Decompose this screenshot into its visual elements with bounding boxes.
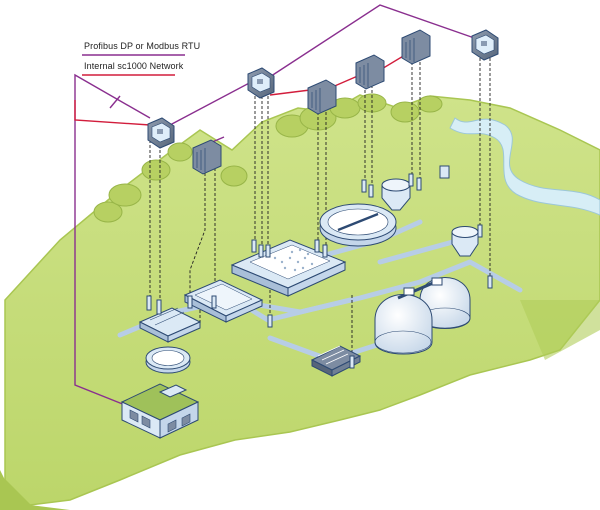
building-icon [120,383,200,439]
sensor-probe-icon[interactable] [439,165,450,179]
sensor-probe-icon[interactable] [187,295,193,309]
sensor-probe-icon[interactable] [156,299,162,315]
sensor-probe-icon[interactable] [361,179,367,193]
sensor-probe-icon[interactable] [487,275,493,289]
legend-internal-label: Internal sc1000 Network [84,61,184,71]
sensor-probe-icon[interactable] [349,355,355,369]
probe-module-icon[interactable] [192,139,222,175]
tank-icon [183,279,264,323]
sensor-probe-icon[interactable] [211,295,217,309]
sensor-probe-icon[interactable] [265,244,271,258]
sensor-probe-icon[interactable] [368,184,374,198]
clarifier-icon [319,203,397,247]
sensor-probe-icon[interactable] [258,244,264,258]
silo-icon [451,226,479,257]
sensor-probe-icon[interactable] [416,177,422,191]
digester-icon [374,294,433,355]
sensor-probe-icon[interactable] [251,239,257,253]
probe-signal-lines [149,52,491,360]
sc1000-controller-icon[interactable] [471,29,499,61]
clarifier-icon [145,346,191,374]
tank-icon [138,307,202,343]
sensor-probe-icon[interactable] [322,244,328,258]
sensor-probe-icon[interactable] [267,314,273,328]
probe-module-icon[interactable] [307,79,337,115]
legend [82,54,185,76]
sc1000-controller-icon[interactable] [247,67,275,99]
sensor-probe-icon[interactable] [477,224,483,238]
silo-icon [381,178,411,211]
probe-module-icon[interactable] [401,29,431,65]
sensor-probe-icon[interactable] [408,173,414,187]
probe-module-icon[interactable] [355,54,385,90]
sc1000-controller-icon[interactable] [147,117,175,149]
sensor-probe-icon[interactable] [314,239,320,253]
river [449,117,600,216]
sensor-probe-icon[interactable] [146,295,152,311]
legend-profibus-label: Profibus DP or Modbus RTU [84,41,201,51]
